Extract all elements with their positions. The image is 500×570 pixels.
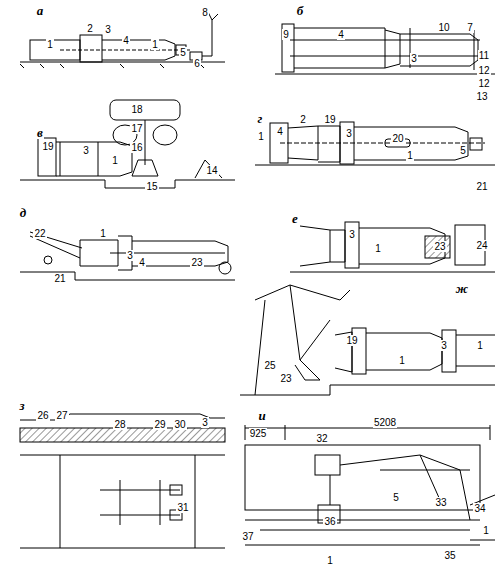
panel-i — [245, 425, 495, 545]
callout-number: 1 — [46, 39, 54, 50]
panel-letter: б — [296, 4, 305, 17]
callout-number: 1 — [257, 131, 265, 142]
callout-number: 19 — [323, 114, 336, 125]
callout-number: 26 — [36, 410, 49, 421]
callout-number: 23 — [279, 373, 292, 384]
callout-number: 4 — [337, 29, 345, 40]
callout-number: 3 — [126, 250, 134, 261]
panel-zh — [240, 285, 495, 395]
panel-letter: з — [18, 399, 25, 412]
callout-number: 23 — [433, 241, 446, 252]
callout-number: 2 — [86, 23, 94, 34]
callout-number: 2 — [299, 114, 307, 125]
callout-number: 18 — [130, 104, 143, 115]
callout-number: 25 — [263, 360, 276, 371]
panel-z — [20, 414, 225, 548]
panel-v — [20, 100, 235, 188]
callout-number: 19 — [41, 141, 54, 152]
callout-number: 20 — [391, 133, 404, 144]
callout-number: 4 — [122, 35, 130, 46]
callout-number: 8 — [201, 7, 209, 18]
panel-letter: г — [257, 112, 264, 125]
callout-number: 5 — [179, 47, 187, 58]
callout-number: 10 — [437, 22, 450, 33]
panel-letter: е — [291, 212, 299, 225]
callout-number: 15 — [145, 181, 158, 192]
callout-number: 1 — [374, 243, 382, 254]
callout-number: 17 — [130, 123, 143, 134]
callout-number: 4 — [138, 257, 146, 268]
callout-number: 3 — [440, 340, 448, 351]
callout-number: 1 — [151, 39, 159, 50]
callout-number: 1 — [326, 555, 334, 566]
callout-number: 1 — [398, 355, 406, 366]
callout-number: 9 — [282, 29, 290, 40]
callout-number: 1 — [111, 155, 119, 166]
callout-number: 13 — [475, 91, 488, 102]
callout-number: 3 — [104, 24, 112, 35]
callout-number: 4 — [276, 126, 284, 137]
callout-number: 925 — [249, 428, 268, 439]
callout-number: 1 — [476, 340, 484, 351]
panel-b — [275, 24, 495, 74]
callout-number: 14 — [205, 165, 218, 176]
callout-number: 12 — [477, 65, 490, 76]
callout-number: 16 — [130, 142, 143, 153]
callout-number: 31 — [176, 502, 189, 513]
callout-number: 3 — [82, 145, 90, 156]
panel-letter: в — [36, 126, 44, 139]
panel-letter: д — [19, 206, 27, 219]
callout-number: 37 — [241, 531, 254, 542]
panel-letter: и — [257, 409, 266, 422]
callout-number: 12 — [477, 78, 490, 89]
callout-number: 11 — [478, 50, 490, 61]
callout-number: 5 — [459, 145, 467, 156]
callout-number: 30 — [173, 419, 186, 430]
callout-number: 5 — [392, 492, 400, 503]
callout-number: 21 — [53, 273, 66, 284]
callout-number: 3 — [201, 417, 209, 428]
panel-a — [20, 12, 225, 68]
panel-d — [20, 232, 235, 280]
callout-number: 29 — [153, 419, 166, 430]
callout-number: 1 — [406, 150, 414, 161]
callout-number: 3 — [345, 128, 353, 139]
callout-number: 32 — [315, 433, 328, 444]
callout-number: 5208 — [373, 417, 397, 428]
callout-number: 7 — [466, 22, 474, 33]
callout-number: 21 — [475, 181, 488, 192]
callout-number: 24 — [475, 240, 488, 251]
callout-number: 33 — [434, 497, 447, 508]
callout-number: 36 — [323, 516, 336, 527]
callout-number: 34 — [473, 503, 486, 514]
callout-number: 28 — [113, 419, 126, 430]
callout-number: 35 — [443, 550, 456, 561]
panel-letter: ж — [455, 282, 469, 295]
callout-number: 19 — [345, 335, 358, 346]
panel-letter: а — [36, 4, 45, 17]
callout-number: 22 — [33, 228, 46, 239]
callout-number: 1 — [482, 525, 490, 536]
callout-number: 27 — [55, 410, 68, 421]
panel-e — [290, 222, 495, 272]
callout-number: 3 — [348, 229, 356, 240]
callout-number: 23 — [190, 257, 203, 268]
callout-number: 1 — [99, 228, 107, 239]
panel-g — [255, 122, 495, 165]
callout-number: 6 — [193, 58, 201, 69]
callout-number: 3 — [410, 53, 418, 64]
